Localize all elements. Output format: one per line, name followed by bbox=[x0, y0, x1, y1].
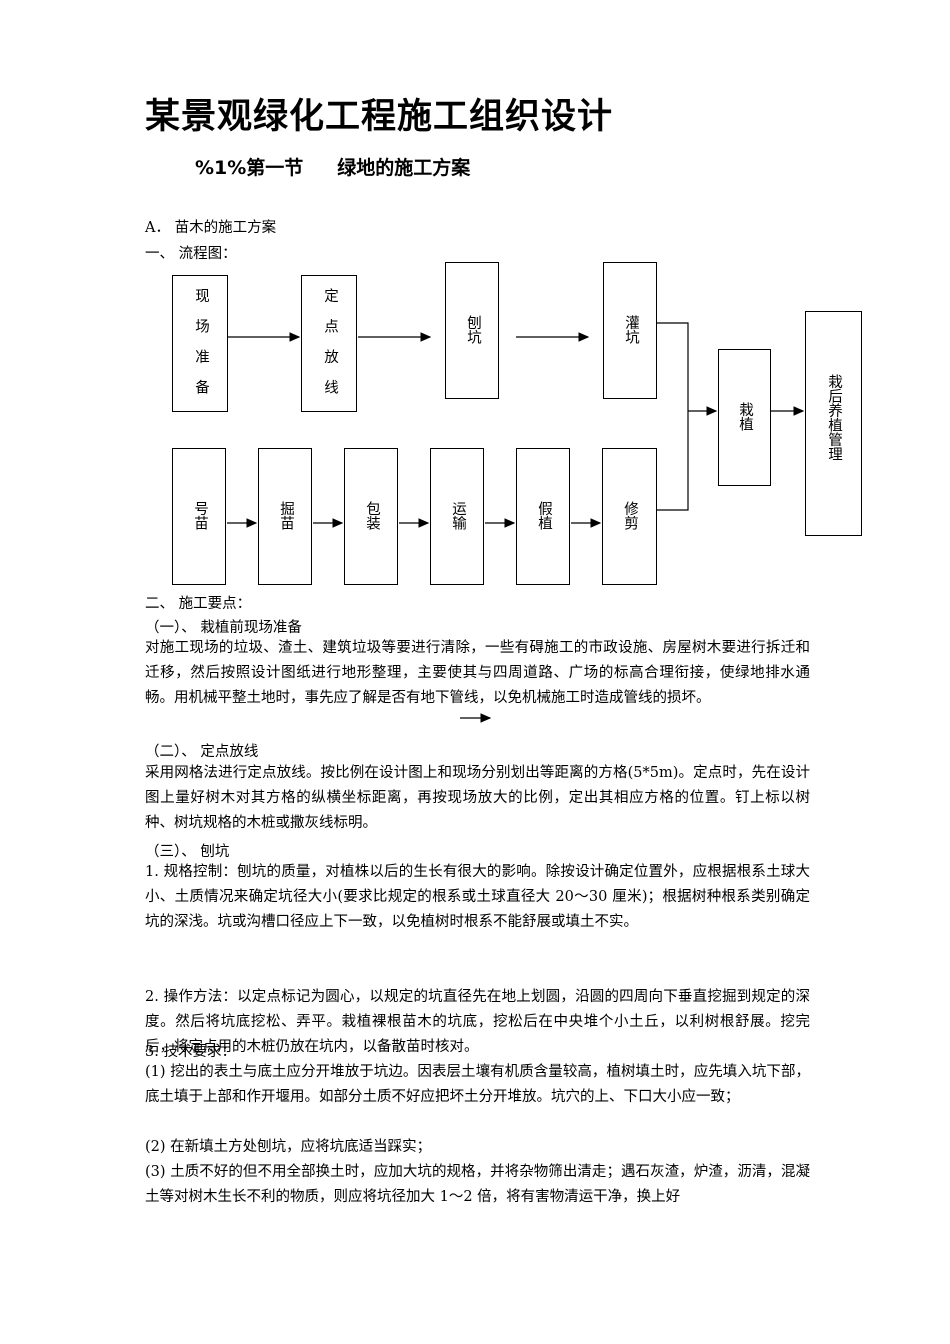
flow-box-mark-seedling: 号苗 bbox=[172, 448, 226, 585]
flow-box-dig-seedling: 掘苗 bbox=[258, 448, 312, 585]
flow-box-stake-out: 定点放线 bbox=[301, 275, 357, 412]
flow-box-pack: 包装 bbox=[344, 448, 398, 585]
subsection-a: A． 苗木的施工方案 bbox=[145, 220, 277, 236]
subheading-dig-pit: （三）、 刨坑 bbox=[145, 844, 230, 860]
requirement-1: (1) 挖出的表土与底土应分开堆放于坑边。因表层土壤有机质含量较高，植树填土时，… bbox=[145, 1064, 810, 1105]
paragraph-stake-out: 采用网格法进行定点放线。按比例在设计图上和现场分别划出等距离的方格(5*5m)。… bbox=[145, 765, 810, 831]
section-name: 绿地的施工方案 bbox=[337, 157, 471, 179]
flow-box-aftercare: 栽后养植管理 bbox=[805, 311, 862, 536]
document-title: 某景观绿化工程施工组织设计 bbox=[145, 97, 614, 137]
requirement-2: (2) 在新填土方处刨坑，应将坑底适当踩实； bbox=[145, 1139, 432, 1155]
section-heading: %1%第一节 绿地的施工方案 bbox=[195, 153, 470, 180]
subheading-stake-out: （二）、 定点放线 bbox=[145, 744, 259, 760]
flow-box-plant: 栽植 bbox=[718, 349, 771, 486]
flow-box-heel-in: 假植 bbox=[516, 448, 570, 585]
flow-box-fill-pit: 灌坑 bbox=[603, 262, 657, 399]
flow-box-site-prep: 现场准备 bbox=[172, 275, 228, 412]
flow-box-transport: 运输 bbox=[430, 448, 484, 585]
paragraph-operation: 2. 操作方法：以定点标记为圆心，以规定的坑直径先在地上划圆，沿圆的四周向下垂直… bbox=[145, 989, 810, 1055]
flow-box-prune: 修剪 bbox=[602, 448, 657, 585]
requirement-3: (3) 土质不好的但不用全部换土时，应加大坑的规格，并将杂物筛出清走；遇石灰渣，… bbox=[145, 1164, 810, 1205]
flow-heading: 一、 流程图： bbox=[145, 246, 237, 262]
paragraph-site-prep: 对施工现场的垃圾、渣土、建筑垃圾等要进行清除，一些有碍施工的市政设施、房屋树木要… bbox=[145, 640, 810, 706]
flow-box-dig-pit: 刨坑 bbox=[445, 262, 499, 399]
section-number: %1%第一节 bbox=[195, 157, 304, 179]
tech-requirements-heading: 3. 技术要求： bbox=[145, 1044, 236, 1060]
subheading-site-prep: （一）、 栽植前现场准备 bbox=[145, 620, 302, 636]
paragraph-spec-control: 1. 规格控制：刨坑的质量，对植株以后的生长有很大的影响。除按设计确定位置外，应… bbox=[145, 864, 810, 930]
flowchart-connectors bbox=[227, 322, 805, 723]
points-heading: 二、 施工要点： bbox=[145, 596, 252, 612]
merge-bracket bbox=[657, 322, 689, 511]
